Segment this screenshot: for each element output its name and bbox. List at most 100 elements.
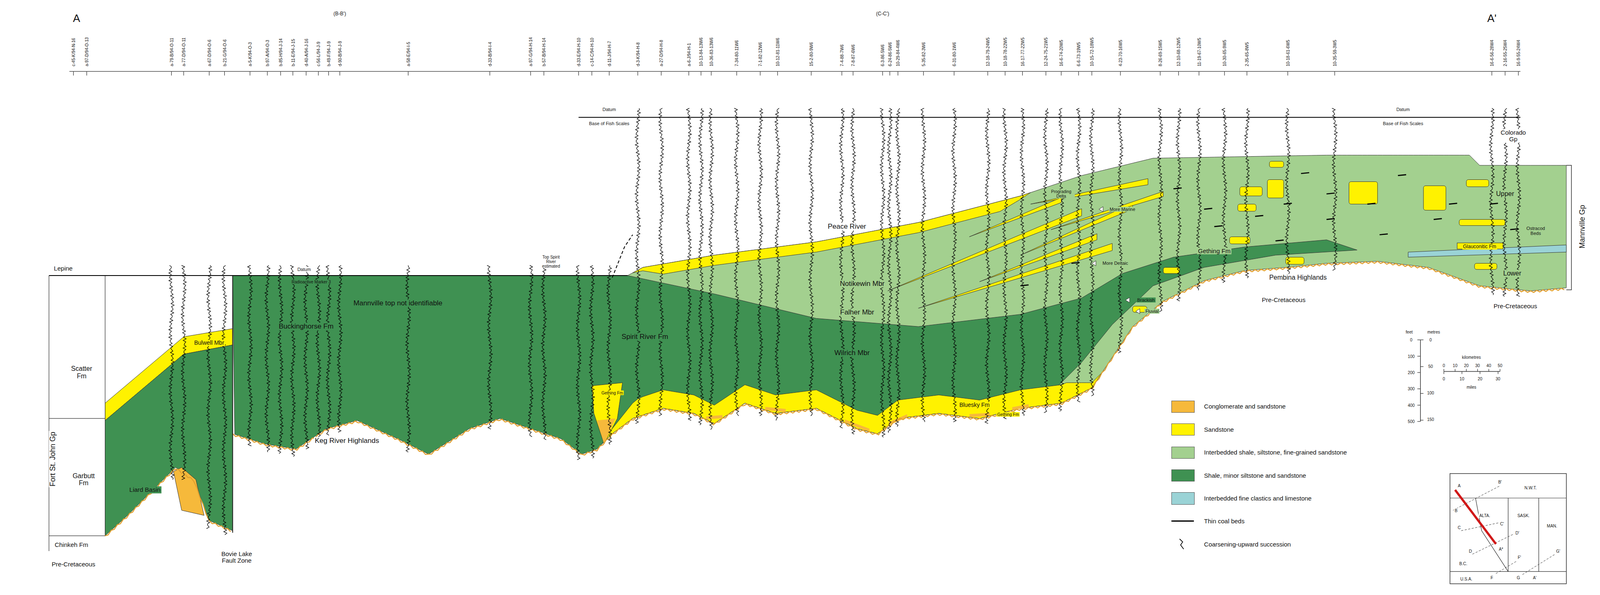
legend-swatch (1171, 423, 1195, 436)
well-log (541, 265, 547, 440)
section-label: A* (1498, 547, 1505, 552)
section-label: D (1468, 549, 1473, 554)
legend-text: Conglomerate and sandstone (1204, 402, 1286, 410)
section-label: Datum (601, 106, 617, 112)
well-log (808, 108, 814, 417)
group-bracket (1566, 165, 1572, 291)
well-log (887, 108, 893, 433)
border (1449, 571, 1567, 573)
well-tick (852, 71, 854, 76)
well-tick (1246, 71, 1248, 76)
section-label: Base of Fish Scales (1381, 121, 1424, 127)
well-tick (224, 71, 225, 76)
well-tick (777, 71, 778, 76)
well-tick (688, 71, 689, 76)
well-tick (305, 71, 307, 76)
scale-tick (1488, 368, 1489, 372)
well-tick (292, 71, 294, 76)
well-name: a-67-D/94-O-6 (206, 38, 212, 68)
scale-tick (1479, 371, 1481, 375)
scale-tick (1417, 404, 1421, 406)
well-name: a-97-G/94-H-14 (528, 36, 534, 68)
well-name: c-14-C/94-H-10 (589, 36, 594, 68)
well-tick (810, 71, 812, 76)
well-log (405, 265, 411, 453)
section-line (1495, 561, 1517, 575)
well-log (528, 265, 534, 437)
well-line (69, 71, 1521, 72)
section-label: Lepine (53, 265, 74, 273)
well-name: 4-23-70-16W5 (1117, 38, 1123, 68)
well-log (635, 108, 641, 424)
section-label: Mannville Gp (1578, 203, 1587, 250)
well-name: 16-6-56-28W4 (1489, 38, 1495, 68)
coal-bed (1510, 228, 1519, 230)
section-label: Wilrich Mbr (833, 349, 871, 358)
well-name: 6-24-86-5W6 (887, 41, 893, 68)
channel-sandstone (1269, 161, 1284, 168)
section-label: C' (1499, 521, 1505, 527)
scale-tick (1466, 368, 1467, 372)
section-label: 300 (1406, 386, 1416, 392)
well-tick (1120, 71, 1121, 76)
well-name: a-5-K/94-O-3 (247, 41, 253, 68)
well-tick (1091, 71, 1092, 76)
well-tick (266, 71, 268, 76)
well-name: b-11-E/94-J-15 (290, 38, 296, 68)
section-label: G (1515, 575, 1521, 581)
well-name: b-49-F/94-J-9 (326, 40, 331, 68)
well-name: 7-34-80-11W6 (734, 39, 740, 68)
well-tick (543, 71, 544, 76)
unconformity (105, 469, 231, 537)
well-tick (953, 71, 955, 76)
well-log (336, 265, 343, 433)
well-log (264, 265, 271, 453)
scale-tick (1420, 419, 1424, 421)
fault-line (232, 275, 233, 534)
well-tick (1159, 71, 1161, 76)
well-tick (280, 71, 281, 76)
well-name: 11-19-67-10W5 (1196, 36, 1202, 68)
section-label: N.W.T. (1523, 485, 1538, 491)
section-label: Bovie Lake Fault Zone (213, 550, 261, 565)
scale-tick (1454, 368, 1456, 372)
well-log (1058, 108, 1065, 412)
facies-arrow (1135, 308, 1140, 314)
well-log (1117, 108, 1123, 354)
section-line (1472, 533, 1515, 555)
section-label: Gething Fm (600, 390, 624, 396)
sandstone-tongue (1030, 178, 1148, 205)
coal-bed (1204, 208, 1213, 210)
section-label: A' (1532, 575, 1538, 581)
scale-tick (1417, 388, 1421, 390)
section-label: Chinkeh Fm (53, 541, 90, 549)
well-log (278, 265, 284, 454)
coal-bed (1326, 193, 1335, 194)
well-name: 8-26-69-15W5 (1157, 38, 1163, 68)
section-label: U.S.A. (1459, 576, 1474, 582)
well-log (181, 265, 187, 480)
well-tick (1334, 71, 1335, 76)
section-label: MAN. (1546, 523, 1559, 529)
channel-sandstone (1348, 181, 1378, 204)
scale-tick (1417, 356, 1421, 357)
section-label: D' (1514, 530, 1520, 536)
well-tick (317, 71, 319, 76)
section-label: Pre-Cretaceous (1492, 303, 1538, 311)
well-tick (1224, 71, 1225, 76)
legend-text: Sandstone (1204, 425, 1234, 433)
border (1538, 498, 1540, 572)
section-label: Upper (1495, 190, 1516, 198)
section-label: A (1456, 483, 1462, 489)
scale-tick (1417, 339, 1421, 341)
well-name: 6-31-80-1W6 (951, 41, 957, 68)
location-map (1449, 473, 1567, 585)
well-log (606, 265, 612, 445)
section-label: 500 (1406, 419, 1416, 425)
well-tick (591, 71, 592, 76)
well-log (734, 108, 740, 417)
section-label: Brackish (1136, 297, 1156, 303)
section-label: Pre-Cretaceous (1260, 296, 1307, 304)
legend-text: Shale, minor siltstone and sandstone (1204, 471, 1307, 479)
datum-line (48, 275, 628, 277)
